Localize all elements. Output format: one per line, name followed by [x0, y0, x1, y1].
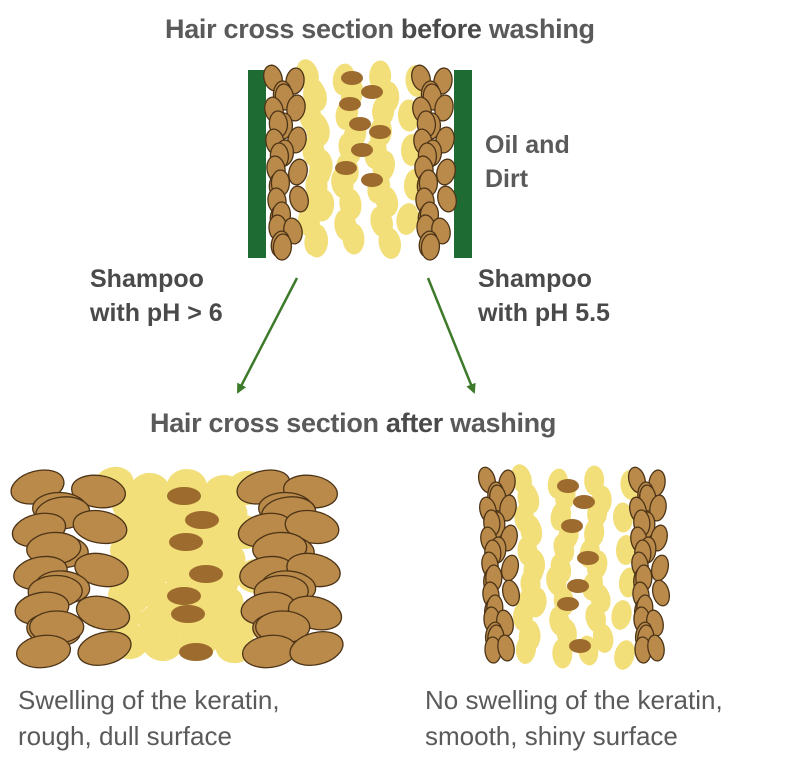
- right-result-line2: smooth, shiny surface: [425, 721, 678, 751]
- cuticle-scale: [286, 94, 306, 122]
- oil-layer-right: [454, 70, 472, 258]
- right-result-line1: No swelling of the keratin,: [425, 685, 723, 715]
- cuticle-swollen-right: [236, 469, 344, 669]
- medulla-cell: [341, 71, 363, 85]
- cuticle-scale: [647, 634, 665, 662]
- cuticle-scale: [501, 579, 521, 607]
- title-after-prefix: Hair cross section: [150, 408, 386, 438]
- medulla-cell: [361, 85, 383, 99]
- cuticle-scale: [437, 185, 457, 213]
- cuticle-scale: [436, 158, 456, 186]
- medulla-cell: [167, 487, 201, 505]
- left-branch-line1: Shampoo: [90, 265, 204, 293]
- cortex-fiber: [612, 502, 634, 533]
- medulla-cell: [171, 605, 205, 623]
- cuticle-scale: [15, 634, 72, 669]
- oil-dirt-label: Oil and Dirt: [485, 128, 570, 196]
- cortex-fiber: [304, 224, 327, 256]
- cortex-fiber: [378, 227, 401, 259]
- cuticle-scale: [75, 595, 131, 631]
- title-before-suffix: washing: [481, 14, 595, 44]
- medulla-cell: [189, 565, 223, 583]
- medulla-cell: [335, 161, 357, 175]
- title-before-prefix: Hair cross section: [165, 14, 401, 44]
- medulla-cell: [557, 597, 579, 611]
- medulla-cell: [179, 643, 213, 661]
- cortex-fiber: [515, 634, 537, 664]
- cuticle-smooth-right: [627, 466, 671, 664]
- cuticle-before-left: [263, 64, 309, 261]
- cuticle-before-right: [411, 64, 457, 261]
- medulla-swollen: [167, 487, 223, 661]
- title-after: Hair cross section after washing: [150, 408, 556, 439]
- cortex-before: [296, 59, 428, 259]
- medulla-before: [335, 71, 391, 187]
- medulla-cell: [185, 511, 219, 529]
- cuticle-scale: [272, 233, 293, 261]
- cuticle-scale: [499, 494, 517, 522]
- right-branch-line1: Shampoo: [478, 265, 592, 293]
- right-branch-line2: with pH 5.5: [478, 299, 610, 327]
- medulla-cell: [561, 519, 583, 533]
- cuticle-swollen-left: [10, 469, 132, 669]
- title-after-suffix: washing: [442, 408, 557, 438]
- title-before-bold: before: [400, 14, 482, 44]
- right-result-caption: No swelling of the keratin, smooth, shin…: [425, 682, 723, 754]
- title-before: Hair cross section before washing: [165, 14, 595, 45]
- cuticle-scale: [71, 474, 126, 509]
- cuticle-smooth-left: [477, 466, 521, 664]
- medulla-cell: [567, 579, 589, 593]
- medulla-cell: [167, 587, 201, 605]
- cortex-fiber: [396, 203, 419, 235]
- cortex-fiber: [592, 623, 614, 653]
- cuticle-scale: [420, 233, 441, 261]
- cortex-fiber: [611, 600, 632, 630]
- hair-after-swollen: [10, 466, 344, 669]
- left-branch-line2: with pH > 6: [90, 299, 223, 327]
- cortex-fiber: [614, 640, 635, 670]
- oil-label-line1: Oil and: [485, 131, 570, 159]
- cuticle-scale: [497, 634, 515, 662]
- left-result-caption: Swelling of the keratin, rough, dull sur…: [18, 682, 280, 754]
- medulla-cell: [577, 551, 599, 565]
- medulla-cell: [557, 479, 579, 493]
- cortex-fiber: [142, 626, 183, 662]
- medulla-smooth: [557, 479, 599, 653]
- cuticle-scale: [289, 631, 344, 666]
- cuticle-scale: [74, 552, 129, 588]
- cuticle-scale: [651, 579, 671, 607]
- cuticle-scale: [288, 158, 308, 186]
- medulla-cell: [169, 533, 203, 551]
- cuticle-scale: [289, 185, 309, 213]
- arrow-left: [236, 277, 299, 394]
- oil-label-line2: Dirt: [485, 165, 529, 193]
- left-result-line2: rough, dull surface: [18, 721, 232, 751]
- left-branch-label: Shampoo with pH > 6: [90, 262, 223, 330]
- title-after-bold: after: [385, 408, 443, 438]
- medulla-cell: [361, 173, 383, 187]
- medulla-cell: [369, 125, 391, 139]
- arrow-right: [426, 277, 476, 394]
- medulla-cell: [339, 97, 361, 111]
- hair-after-smooth: [477, 464, 671, 670]
- medulla-cell: [569, 639, 591, 653]
- hair-before-washing: [248, 59, 472, 261]
- cortex-fiber: [342, 222, 365, 255]
- cuticle-scale: [649, 494, 667, 522]
- cortex-fiber: [552, 638, 573, 669]
- cuticle-scale: [434, 94, 454, 122]
- right-branch-label: Shampoo with pH 5.5: [478, 262, 610, 330]
- left-result-line1: Swelling of the keratin,: [18, 685, 280, 715]
- cuticle-scale: [72, 509, 128, 545]
- cuticle-scale: [77, 631, 132, 666]
- medulla-cell: [351, 143, 373, 157]
- medulla-cell: [349, 117, 371, 131]
- medulla-cell: [573, 495, 595, 509]
- oil-layer-left: [248, 70, 266, 258]
